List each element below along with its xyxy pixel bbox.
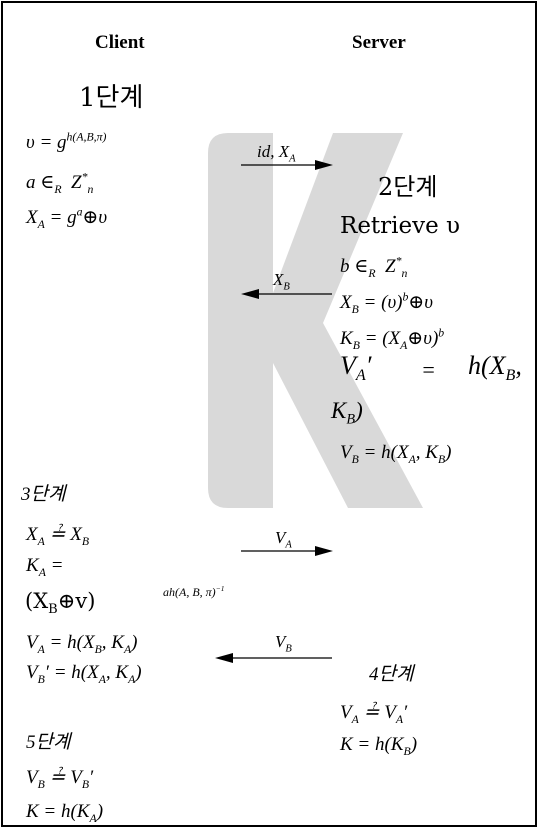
message-3-label: VA	[275, 528, 292, 551]
message-1-arrow	[241, 160, 333, 170]
server-va-prime-eq: =	[421, 357, 436, 382]
message-2-arrow	[241, 289, 332, 299]
client-v-definition: υ = gh(A,B,π)	[26, 130, 107, 153]
client-xa-definition: XA = ga⊕υ	[26, 205, 108, 231]
message-4-arrow	[215, 653, 332, 663]
client-ka-lhs: KA =	[26, 555, 64, 579]
server-va-prime-lhs: VA′	[340, 351, 372, 385]
message-1-label: id, XA	[257, 142, 296, 165]
client-step5-label: 5단계	[26, 732, 71, 753]
client-k-final: K = h(KA)	[26, 801, 104, 825]
client-va-definition: VA = h(XB, KA)	[26, 632, 138, 656]
client-ka-exponent: ah(A, B, π)−1	[163, 584, 225, 599]
server-retrieve: Retrieve υ	[340, 213, 461, 239]
message-4-label: VB	[275, 632, 292, 655]
client-ka-expression: (XB⊕v)	[25, 589, 96, 618]
client-vb-prime-definition: VB′ = h(XA, KA)	[26, 662, 142, 686]
message-2-label: XB	[273, 270, 290, 293]
server-check-va: VA ≟ VA′	[340, 702, 408, 726]
client-step3-label: 3단계	[21, 484, 66, 505]
server-k-final: K = h(KB)	[340, 734, 418, 758]
server-header: Server	[352, 32, 406, 53]
server-vb-definition: VB = h(XA, KB)	[340, 442, 452, 466]
server-step4-label: 4단계	[369, 664, 414, 685]
client-header: Client	[95, 32, 145, 53]
message-3-arrow	[241, 546, 333, 556]
server-xb-definition: XB = (υ)b⊕υ	[340, 290, 434, 316]
server-va-prime-wrap: KB)	[331, 398, 363, 428]
client-check-vb: VB ≟ VB′	[26, 767, 94, 791]
client-a-choice: a ∈R Z*n	[26, 170, 94, 196]
k-watermark-logo	[208, 133, 423, 508]
client-check-xa-xb: XA ≟ XB	[26, 524, 90, 548]
server-b-choice: b ∈R Z*n	[340, 254, 408, 280]
client-step1-label: 1단계	[79, 83, 144, 113]
server-step2-label: 2단계	[378, 173, 438, 201]
server-kb-definition: KB = (XA⊕υ)b	[340, 326, 445, 352]
server-va-prime-rhs: h(XB,	[468, 351, 522, 385]
